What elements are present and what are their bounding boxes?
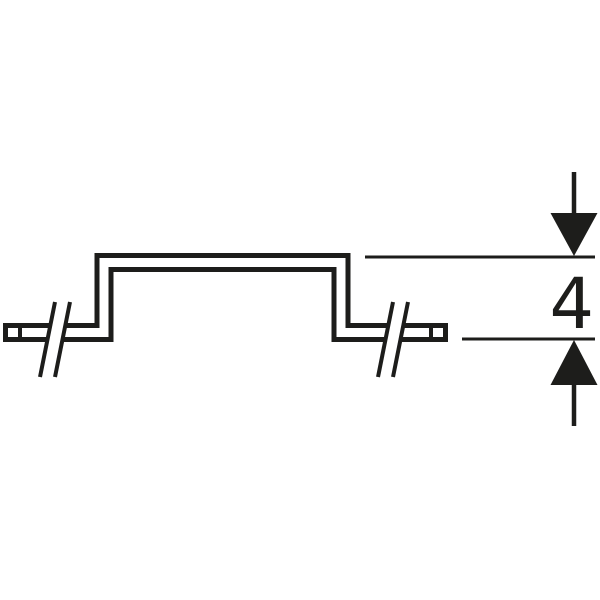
rail-profile-core	[8, 258, 443, 337]
break-gap-left	[41, 299, 69, 380]
break-line-right-2-icon	[391, 301, 410, 378]
break-line-left-2-icon	[53, 301, 72, 378]
break-gap-right	[379, 299, 407, 380]
arrow-up-icon	[550, 340, 598, 385]
dimension-value: 4	[549, 263, 594, 345]
rail-profile-outline	[3, 253, 448, 342]
break-line-left-1-icon	[38, 301, 57, 378]
arrow-down-icon	[550, 213, 598, 256]
drawing-root: 4	[3, 172, 598, 426]
break-line-right-1-icon	[376, 301, 395, 378]
